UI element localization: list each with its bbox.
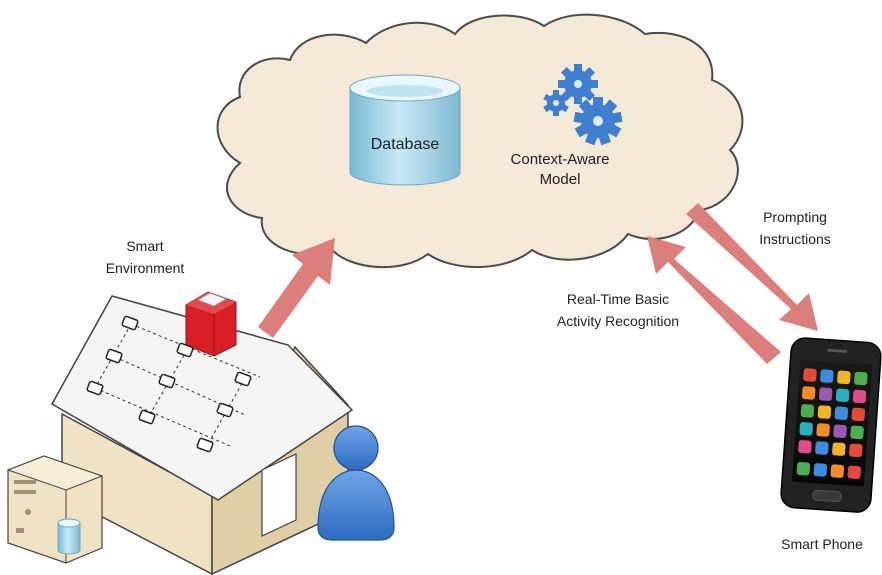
model-label-line1: Context-Aware bbox=[511, 151, 610, 168]
cloud bbox=[216, 13, 744, 269]
smart-environment-label-line2: Environment bbox=[106, 260, 185, 276]
recognition-arrow bbox=[647, 236, 781, 364]
prompting-arrow bbox=[686, 203, 818, 331]
prompting-label-line1: Prompting bbox=[763, 209, 827, 225]
small-database-icon bbox=[57, 518, 81, 555]
cloud-shape bbox=[216, 13, 744, 269]
person-icon bbox=[317, 425, 395, 541]
recognition-label-line1: Real-Time Basic bbox=[567, 291, 669, 307]
house-icon bbox=[50, 291, 354, 575]
smartphone-icon bbox=[780, 337, 882, 513]
server-icon bbox=[6, 455, 104, 564]
smart-environment-label-line1: Smart bbox=[126, 238, 163, 254]
upload-arrow bbox=[258, 238, 335, 338]
database-icon bbox=[349, 74, 461, 186]
chimney bbox=[185, 291, 237, 357]
prompting-label-line2: Instructions bbox=[759, 231, 831, 247]
database-label: Database bbox=[371, 136, 440, 153]
model-label-line2: Model bbox=[540, 171, 581, 188]
app-grid bbox=[796, 368, 868, 480]
recognition-label-line2: Activity Recognition bbox=[557, 313, 679, 329]
gears-icon bbox=[543, 64, 623, 146]
smart-phone-label: Smart Phone bbox=[781, 536, 863, 552]
